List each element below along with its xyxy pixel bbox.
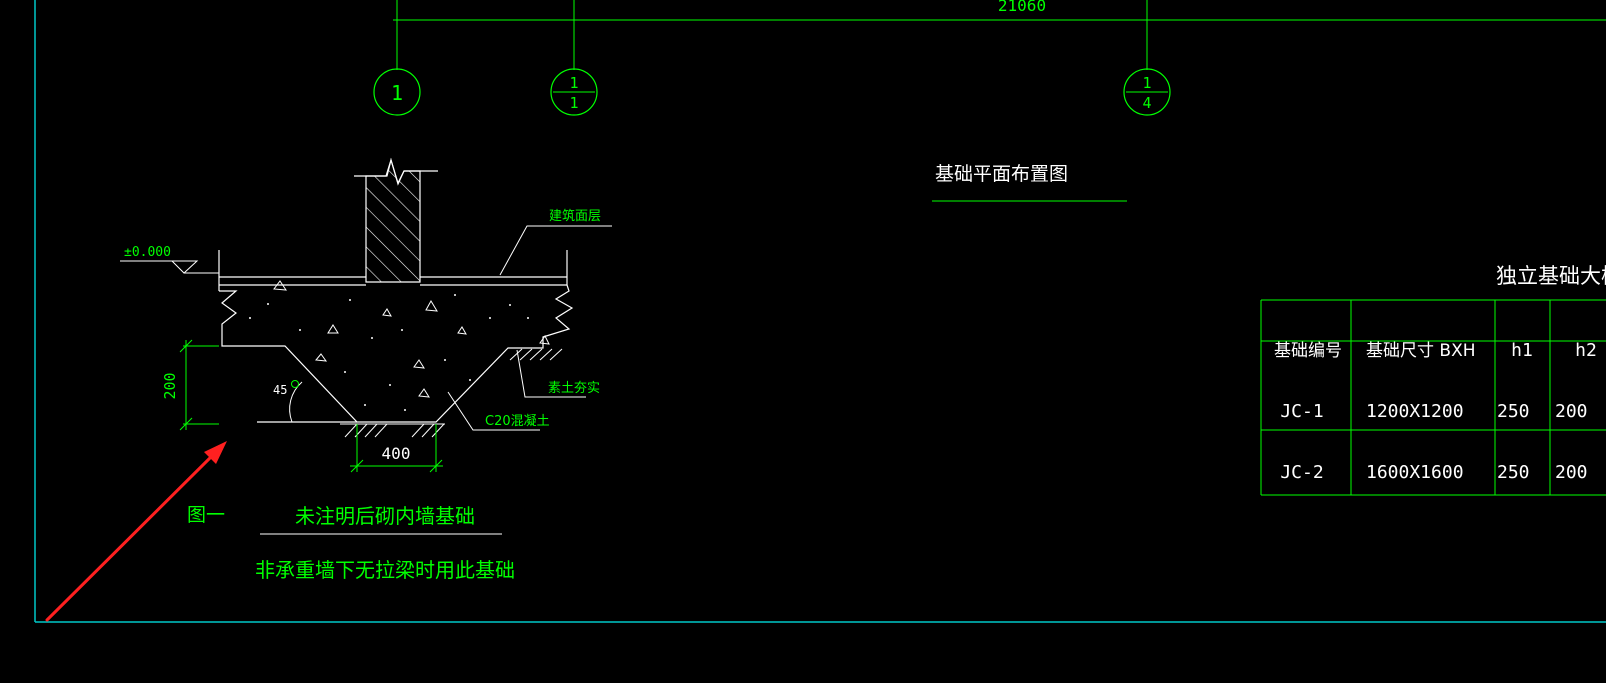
foundation-detail: 45 ±0.000 建筑面层 素土夯实 C2	[120, 157, 612, 582]
caption-line-1: 未注明后砌内墙基础	[295, 504, 475, 528]
axis-bubble-1-top: 1	[391, 81, 403, 105]
degree-symbol	[291, 380, 299, 388]
label-concrete: C20混凝土	[485, 413, 550, 429]
elevation-text: ±0.000	[124, 245, 171, 260]
axis-bubble-1-1: 1 1	[550, 68, 598, 116]
dimension-width-text: 400	[382, 444, 411, 463]
axis-bubble-1: 1	[373, 68, 421, 116]
axis-bubble-3-bottom: 4	[1142, 94, 1151, 112]
table-header-size: 基础尺寸 BXH	[1366, 341, 1476, 361]
soil-hatch-right	[509, 348, 563, 361]
table-row: JC-1 1200X1200 250 200	[1280, 401, 1587, 422]
axis-bubble-1-4: 1 4	[1123, 68, 1171, 116]
table-header-id: 基础编号	[1274, 341, 1342, 361]
dimension-height-text: 200	[161, 372, 179, 399]
axis-bubble-2-bottom: 1	[569, 94, 578, 112]
total-dimension-text: 21060	[998, 0, 1046, 15]
table-header-row: 基础编号 基础尺寸 BXH h1 h2	[1274, 340, 1597, 361]
dimension-height	[179, 339, 219, 431]
table-header-h1: h1	[1511, 340, 1533, 361]
angle-arc	[289, 381, 303, 423]
dimension-width	[350, 424, 443, 473]
soil-hatch-base	[340, 423, 445, 438]
table-cell-id: JC-1	[1280, 401, 1323, 422]
table-cell-id: JC-2	[1280, 462, 1323, 483]
concrete-footing-outline	[219, 284, 574, 423]
wall-section	[354, 157, 438, 283]
table-cell-h2: 200	[1555, 401, 1588, 422]
angle-text: 45	[273, 383, 287, 397]
concrete-dots	[249, 294, 529, 411]
table-cell-size: 1600X1600	[1366, 462, 1464, 483]
figure-number: 图一	[187, 504, 225, 526]
leader-floor-layer	[499, 225, 612, 276]
leader-concrete	[447, 391, 540, 431]
floor-layer	[218, 250, 568, 286]
table-row: JC-2 1600X1600 250 200	[1280, 462, 1587, 483]
concrete-aggregate	[273, 280, 550, 398]
table-cell-h1: 250	[1497, 462, 1530, 483]
foundation-table-grid	[1260, 299, 1606, 496]
plan-dimension-line	[393, 0, 1606, 70]
table-cell-size: 1200X1200	[1366, 401, 1464, 422]
elevation-marker	[120, 260, 219, 274]
table-title: 独立基础大样表	[1496, 264, 1606, 288]
table-cell-h1: 250	[1497, 401, 1530, 422]
table-cell-h2: 200	[1555, 462, 1588, 483]
caption-line-2: 非承重墙下无拉梁时用此基础	[255, 558, 515, 582]
drawing-frame	[34, 0, 1606, 623]
label-compacted-soil: 素土夯实	[548, 381, 600, 396]
red-annotation-arrow	[45, 441, 227, 622]
axis-bubble-3-top: 1	[1142, 74, 1151, 92]
plan-title: 基础平面布置图	[935, 163, 1068, 185]
table-header-h2: h2	[1575, 340, 1597, 361]
label-floor-layer: 建筑面层	[549, 208, 601, 224]
leader-compacted-soil	[516, 349, 586, 398]
axis-bubble-2-top: 1	[569, 74, 578, 92]
